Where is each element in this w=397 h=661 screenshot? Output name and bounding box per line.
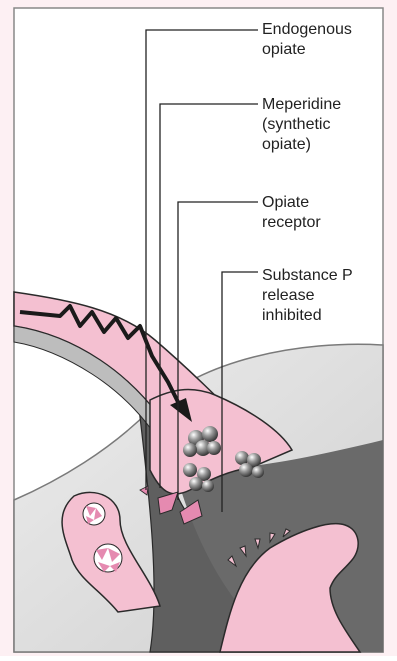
receptor-cluster-2 bbox=[94, 544, 122, 572]
label-substance-p: Substance P release inhibited bbox=[262, 266, 353, 326]
label-endogenous-opiate: Endogenous opiate bbox=[262, 20, 352, 60]
receptor-cluster-1 bbox=[83, 503, 105, 525]
label-meperidine: Meperidine (synthetic opiate) bbox=[262, 95, 341, 155]
label-opiate-receptor: Opiate receptor bbox=[262, 193, 321, 233]
